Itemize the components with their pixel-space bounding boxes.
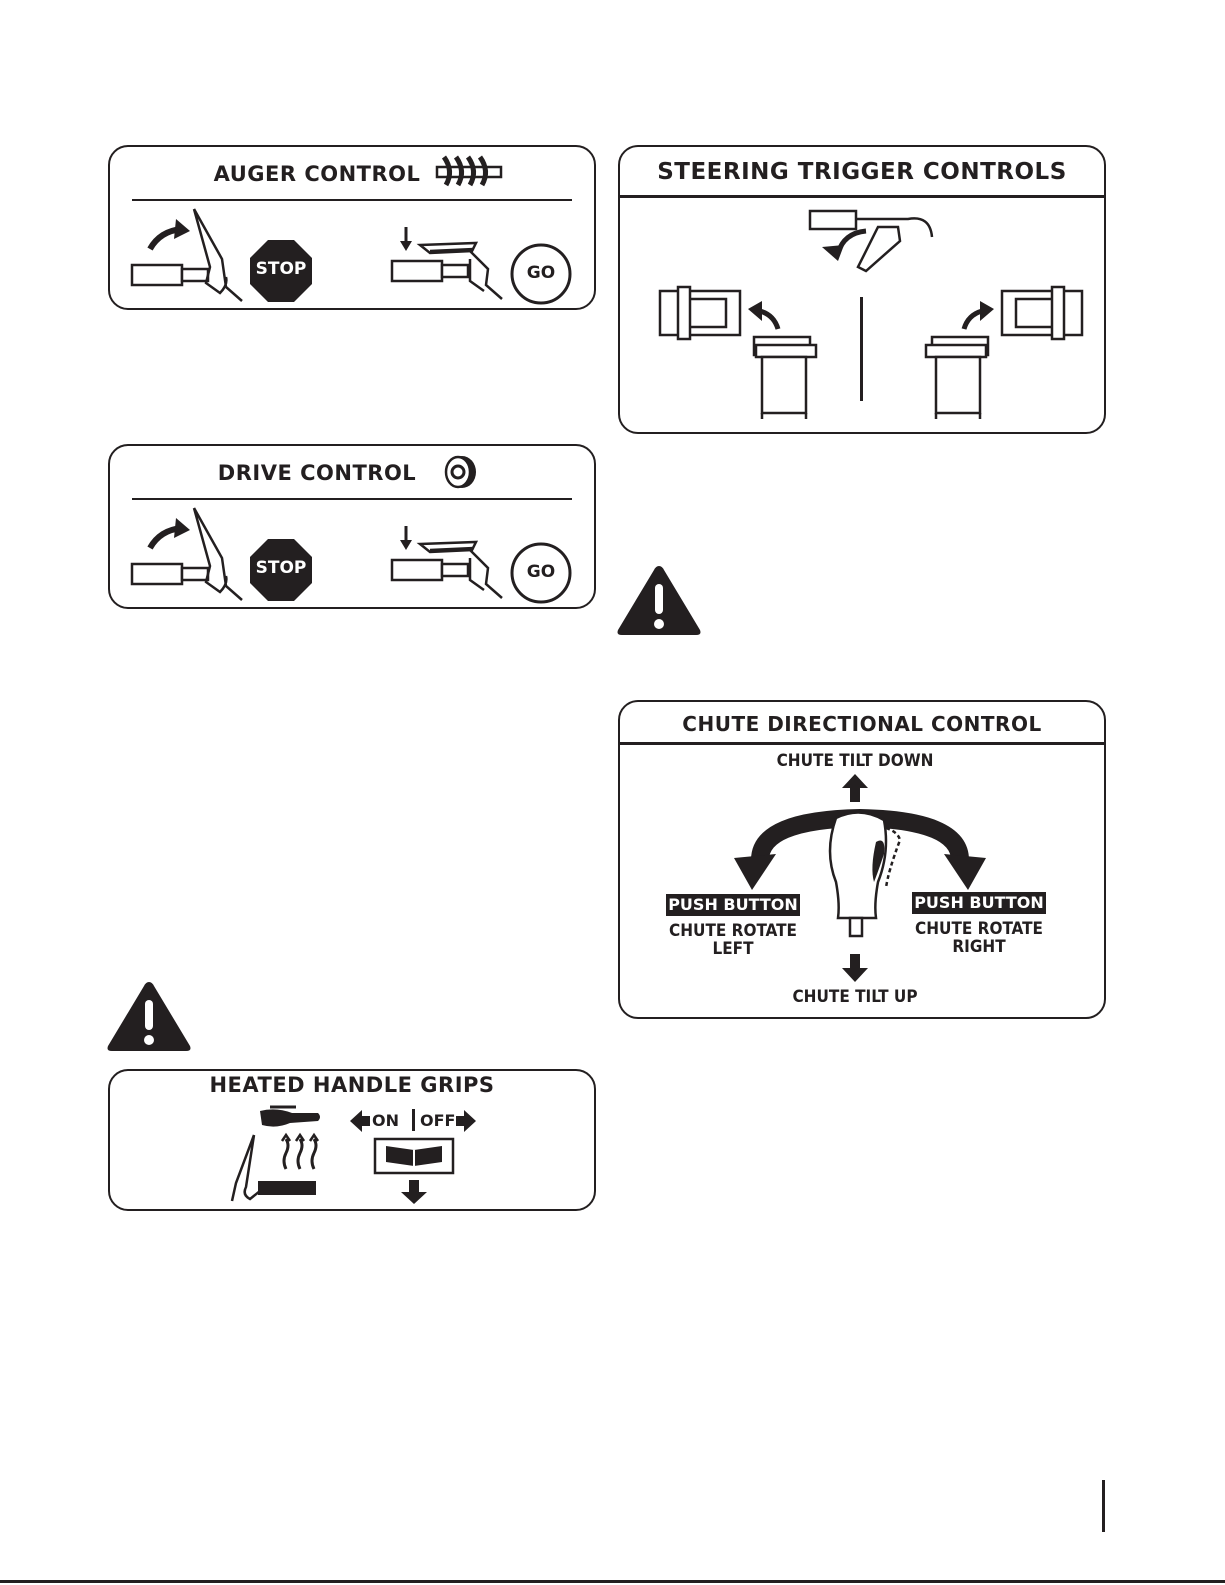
- chute-directional-panel: CHUTE DIRECTIONAL CONTROL CHUTE TILT DOW…: [618, 700, 1106, 1019]
- on-label: ON: [372, 1111, 399, 1130]
- arrow-down-icon: [842, 954, 868, 982]
- off-arrow-icon: [456, 1110, 476, 1132]
- arrow-up-icon: [842, 774, 868, 802]
- drive-divider: [132, 498, 572, 500]
- push-button-left-label: PUSH BUTTON: [666, 894, 800, 916]
- handle-released-icon: [130, 506, 250, 606]
- chute-tilt-up-label: CHUTE TILT UP: [750, 988, 960, 1007]
- chute-rotate-left-line2: LEFT: [650, 940, 816, 959]
- push-button-right-label: PUSH BUTTON: [912, 892, 1046, 914]
- turn-right-icon: [916, 287, 1086, 422]
- chute-divider: [620, 742, 1104, 745]
- heated-handle-icon: [224, 1133, 324, 1207]
- steering-separator: [860, 297, 863, 401]
- hand-icon: [256, 1103, 322, 1131]
- stop-label: STOP: [250, 558, 312, 578]
- chute-title: CHUTE DIRECTIONAL CONTROL: [620, 712, 1104, 736]
- steering-divider: [620, 195, 1104, 198]
- chute-rotate-right-line2: RIGHT: [896, 938, 1062, 957]
- wheel-icon: [442, 454, 478, 490]
- handle-released-icon: [130, 207, 250, 307]
- heated-grips-panel: HEATED HANDLE GRIPS ON OFF: [108, 1069, 596, 1211]
- page-bottom-rule: [0, 1580, 1225, 1583]
- on-arrow-icon: [350, 1110, 370, 1132]
- go-label: GO: [510, 562, 572, 582]
- stop-label: STOP: [250, 259, 312, 279]
- steering-title: STEERING TRIGGER CONTROLS: [620, 159, 1104, 185]
- page-marker-rule: [1102, 1480, 1105, 1532]
- drive-control-title: DRIVE CONTROL: [40, 461, 594, 485]
- book-icon[interactable]: [374, 1138, 454, 1174]
- handle-engaged-icon: [390, 524, 510, 604]
- handle-engaged-icon: [390, 225, 510, 305]
- auger-control-panel: AUGER CONTROL STOP GO: [108, 145, 596, 310]
- warning-icon: [106, 980, 192, 1052]
- go-label: GO: [510, 263, 572, 283]
- heated-title: HEATED HANDLE GRIPS: [110, 1073, 594, 1097]
- on-off-separator: [412, 1109, 415, 1131]
- warning-icon: [616, 564, 702, 636]
- auger-control-title: AUGER CONTROL: [40, 162, 594, 186]
- arrow-down-icon: [401, 1180, 427, 1204]
- chute-tilt-down-label: CHUTE TILT DOWN: [750, 752, 960, 771]
- auger-icon: [436, 153, 502, 189]
- off-label: OFF: [420, 1111, 455, 1130]
- steering-trigger-panel: STEERING TRIGGER CONTROLS: [618, 145, 1106, 434]
- joystick-icon: [816, 812, 906, 942]
- turn-left-icon: [656, 287, 826, 422]
- trigger-icon: [808, 207, 938, 277]
- drive-control-panel: DRIVE CONTROL STOP GO: [108, 444, 596, 609]
- auger-divider: [132, 199, 572, 201]
